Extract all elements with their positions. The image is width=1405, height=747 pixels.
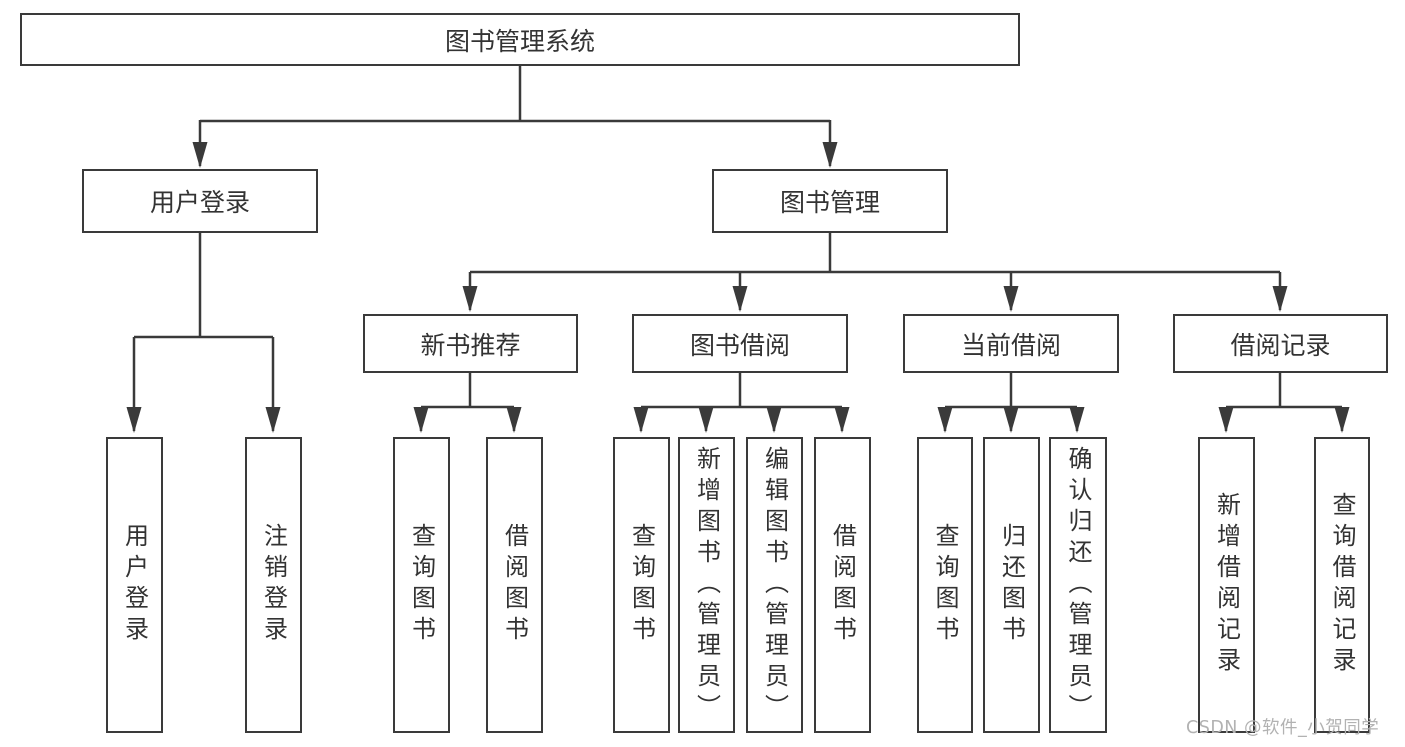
leaf-confirm-return-admin: 确认归还（管理员） <box>1049 437 1107 733</box>
leaf-label: 编辑图书（管理员） <box>760 445 789 725</box>
leaf-label: 查询借阅记录 <box>1328 492 1356 678</box>
node-borrow-records: 借阅记录 <box>1173 314 1388 373</box>
leaf-borrow-books: 借阅图书 <box>814 437 871 733</box>
leaf-label: 查询图书 <box>931 523 959 647</box>
leaf-query-books-recommend: 查询图书 <box>393 437 450 733</box>
leaf-add-book-admin: 新增图书（管理员） <box>678 437 735 733</box>
leaf-label: 查询图书 <box>627 523 656 647</box>
leaf-label: 借阅图书 <box>828 523 857 647</box>
leaf-label: 用户登录 <box>120 523 149 647</box>
leaf-query-books-current: 查询图书 <box>917 437 973 733</box>
node-root-system: 图书管理系统 <box>20 13 1020 66</box>
csdn-watermark: CSDN @软件_小贺同学 <box>1186 718 1380 738</box>
node-current-borrow: 当前借阅 <box>903 314 1119 373</box>
leaf-label: 借阅图书 <box>500 523 529 647</box>
node-book-management: 图书管理 <box>712 169 948 233</box>
leaf-query-books-borrow: 查询图书 <box>613 437 670 733</box>
connector-lines <box>134 66 1342 409</box>
leaf-return-book: 归还图书 <box>983 437 1040 733</box>
leaf-user-login: 用户登录 <box>106 437 163 733</box>
leaf-label: 新增图书（管理员） <box>692 445 721 725</box>
leaf-query-borrow-record: 查询借阅记录 <box>1314 437 1370 733</box>
leaf-borrow-books-recommend: 借阅图书 <box>486 437 543 733</box>
leaf-label: 新增借阅记录 <box>1212 492 1241 678</box>
node-user-login: 用户登录 <box>82 169 318 233</box>
node-new-book-recommend: 新书推荐 <box>363 314 578 373</box>
leaf-label: 查询图书 <box>407 523 436 647</box>
leaf-add-borrow-record: 新增借阅记录 <box>1198 437 1255 733</box>
leaf-label: 确认归还（管理员） <box>1064 445 1092 725</box>
leaf-label: 注销登录 <box>259 523 288 647</box>
leaf-edit-book-admin: 编辑图书（管理员） <box>746 437 803 733</box>
node-book-borrow: 图书借阅 <box>632 314 848 373</box>
leaf-logout: 注销登录 <box>245 437 302 733</box>
leaf-label: 归还图书 <box>997 523 1026 647</box>
